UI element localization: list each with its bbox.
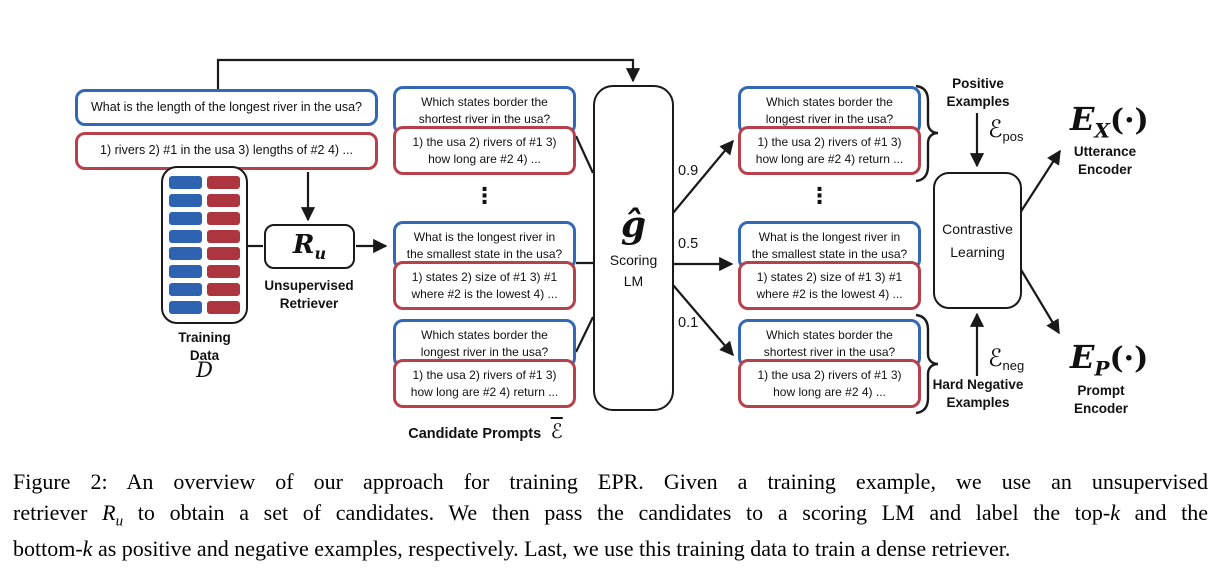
scored-answer-box: 1) states 2) size of #1 3) #1 where #2 i… [738, 261, 921, 311]
negative-set-symbol: ℰneg [988, 344, 1025, 374]
prompt-encoder-label: Prompt Encoder [1073, 383, 1128, 416]
example-input-chip [169, 229, 202, 243]
candidate-prompts-label: Candidate Prompts ℰ [408, 419, 563, 443]
caption-text-segment: to obtain a set of candidates. We then p… [123, 500, 1111, 526]
score-value-bottom: 0.1 [678, 315, 699, 331]
utterance-encoder-label: Utterance Encoder [1073, 144, 1137, 177]
prompt-encoder-symbol: EP(·) [1070, 338, 1149, 381]
connector-lines [216, 58, 1061, 415]
brace-negative-icon [915, 313, 939, 415]
input-question-box: What is the length of the longest river … [75, 89, 378, 127]
example-input-chip [169, 211, 202, 225]
utterance-encoder-symbol: EX(·) [1070, 100, 1149, 143]
training-data-label: Training Data [178, 330, 231, 363]
arrow-input-to-scoring-lm [216, 58, 641, 89]
example-output-chip [207, 229, 240, 243]
figure-2-diagram: What is the length of the longest river … [75, 58, 1149, 443]
scored-ellipsis: ⋮ [808, 184, 831, 209]
example-output-chip [207, 211, 240, 225]
candidate-set-symbol: ℰ [550, 419, 563, 443]
training-data-chips [163, 168, 246, 322]
caption-line-2: retriever Ru to obtain a set of candidat… [13, 497, 1208, 533]
retriever-symbol: Ru [292, 229, 327, 264]
candidates-ellipsis: ⋮ [473, 184, 496, 209]
candidate-answer-box: 1) states 2) size of #1 3) #1 where #2 i… [393, 261, 576, 311]
arrow-score-01 [672, 284, 734, 357]
example-output-chip [207, 247, 240, 261]
caption-math-R-sub: u [115, 513, 124, 530]
arrow-score-09 [672, 139, 734, 214]
caption-line-1: Figure 2: An overview of our approach fo… [13, 469, 1208, 494]
caption-line-3: bottom-k as positive and negative exampl… [13, 533, 1208, 564]
training-data-stack [161, 166, 248, 324]
scoring-lm-box: ĝ Scoring LM [593, 85, 674, 411]
caption-text-segment: and the [1120, 500, 1208, 526]
score-value-middle: 0.5 [678, 236, 699, 252]
contrastive-learning-box: Contrastive Learning [933, 172, 1022, 309]
caption-text-segment: retriever [13, 500, 103, 526]
example-input-chip [169, 176, 202, 189]
candidate-answer-box: 1) the usa 2) rivers of #1 3) how long a… [393, 126, 576, 176]
caption-text-segment: as positive and negative examples, respe… [92, 536, 1011, 562]
example-output-chip [207, 265, 240, 279]
example-input-chip [169, 265, 202, 279]
scored-pair-middle: What is the longest river in the smalles… [738, 221, 921, 311]
example-output-chip [207, 283, 240, 297]
caption-math-k: k [1110, 500, 1120, 526]
scored-pair-positive: Which states border the longest river in… [738, 86, 921, 176]
candidate-pair-3: Which states border the longest river in… [393, 319, 576, 409]
scored-answer-box: 1) the usa 2) rivers of #1 3) how long a… [738, 359, 921, 409]
contrastive-learning-label: Contrastive Learning [942, 221, 1013, 260]
retriever-label: Unsupervised Retriever [264, 278, 354, 311]
training-data-symbol: D [196, 358, 213, 382]
example-input-chip [169, 193, 202, 207]
scored-answer-box: 1) the usa 2) rivers of #1 3) how long a… [738, 126, 921, 176]
input-answer-box: 1) rivers 2) #1 in the usa 3) lengths of… [75, 132, 378, 170]
candidate-pair-2: What is the longest river in the smalles… [393, 221, 576, 311]
example-output-chip [207, 193, 240, 207]
positive-set-symbol: ℰpos [988, 115, 1024, 145]
candidate-pair-1: Which states border the shortest river i… [393, 86, 576, 176]
line-candidate1-to-scoring [575, 135, 594, 174]
scoring-lm-label: Scoring LM [609, 252, 658, 289]
caption-text-segment: bottom- [13, 536, 83, 562]
example-input-chip [169, 247, 202, 261]
scored-pair-negative: Which states border the shortest river i… [738, 319, 921, 409]
arrow-to-utterance-encoder [1019, 149, 1061, 214]
figure-caption: Figure 2: An overview of our approach fo… [13, 466, 1208, 565]
example-input-chip [169, 283, 202, 297]
example-output-chip [207, 176, 240, 189]
line-candidate3-to-scoring [575, 316, 594, 353]
hard-negative-examples-label: Hard Negative Examples [932, 377, 1024, 410]
retriever-box: Ru [264, 224, 355, 269]
example-output-chip [207, 300, 240, 314]
candidate-answer-box: 1) the usa 2) rivers of #1 3) how long a… [393, 359, 576, 409]
example-input-chip [169, 300, 202, 314]
arrow-to-prompt-encoder [1019, 267, 1060, 335]
positive-examples-label: Positive Examples [946, 76, 1010, 109]
score-value-top: 0.9 [678, 163, 699, 179]
brace-positive-icon [915, 84, 939, 183]
caption-math-k: k [82, 536, 93, 562]
scoring-lm-symbol: ĝ [620, 204, 647, 246]
input-example-pair: What is the length of the longest river … [75, 89, 378, 170]
caption-math-R: R [102, 500, 116, 526]
